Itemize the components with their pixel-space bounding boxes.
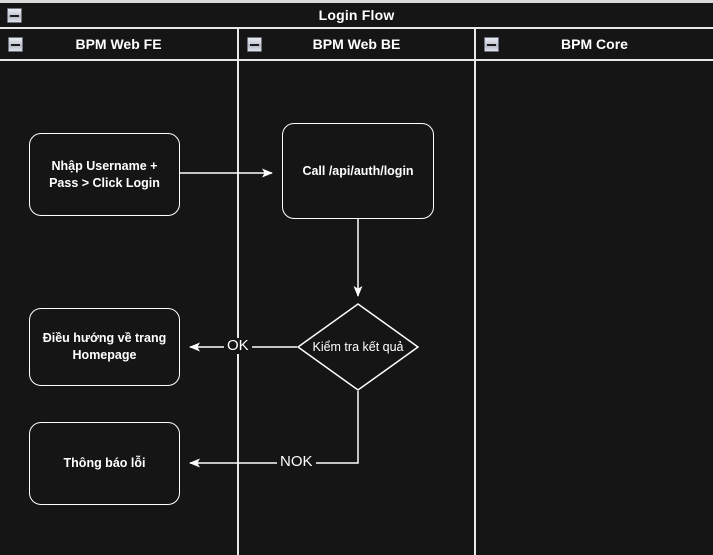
lane-header-bpm-web-be[interactable]: BPM Web BE <box>239 29 474 59</box>
edge-label-ok: OK <box>224 338 252 354</box>
lane-collapse-icon-bpm-web-be[interactable] <box>247 37 262 52</box>
node-show-error-label: Thông báo lỗi <box>63 456 146 470</box>
node-input-credentials-label: Nhập Username + Pass > Click Login <box>49 158 160 190</box>
node-show-error[interactable]: Thông báo lỗi <box>29 422 180 505</box>
lane-collapse-icon-bpm-core[interactable] <box>484 37 499 52</box>
node-check-result-label: Kiểm tra kết quả <box>312 340 404 354</box>
lane-header-bpm-web-fe[interactable]: BPM Web FE <box>0 29 237 59</box>
lane-label-bpm-core: BPM Core <box>561 36 628 52</box>
node-call-login-api-label: Call /api/auth/login <box>302 163 414 178</box>
lane-divider-fe-be <box>237 29 239 555</box>
decision-shape <box>296 303 420 391</box>
connector-check-nok-to-error <box>189 391 359 468</box>
node-redirect-homepage[interactable]: Điều hướng về trang Homepage <box>29 308 180 386</box>
pool-title-label: Login Flow <box>318 7 395 23</box>
lane-header-bpm-core[interactable]: BPM Core <box>476 29 713 59</box>
lane-label-bpm-web-be: BPM Web BE <box>312 36 401 52</box>
node-redirect-homepage-label: Điều hướng về trang Homepage <box>42 331 167 362</box>
node-input-credentials[interactable]: Nhập Username + Pass > Click Login <box>29 133 180 216</box>
lane-collapse-icon-bpm-web-fe[interactable] <box>8 37 23 52</box>
pool-collapse-icon[interactable] <box>7 8 22 23</box>
pool-title-bar: Login Flow <box>0 3 713 29</box>
edge-label-nok: NOK <box>277 454 316 470</box>
node-check-result[interactable]: Kiểm tra kết quả <box>296 302 420 392</box>
lane-label-bpm-web-fe: BPM Web FE <box>75 36 162 52</box>
lane-header-band: BPM Web FE BPM Web BE BPM Core <box>0 29 713 61</box>
top-edge-strip <box>0 0 713 3</box>
lane-divider-be-core <box>474 29 476 555</box>
node-call-login-api[interactable]: Call /api/auth/login <box>282 123 434 219</box>
